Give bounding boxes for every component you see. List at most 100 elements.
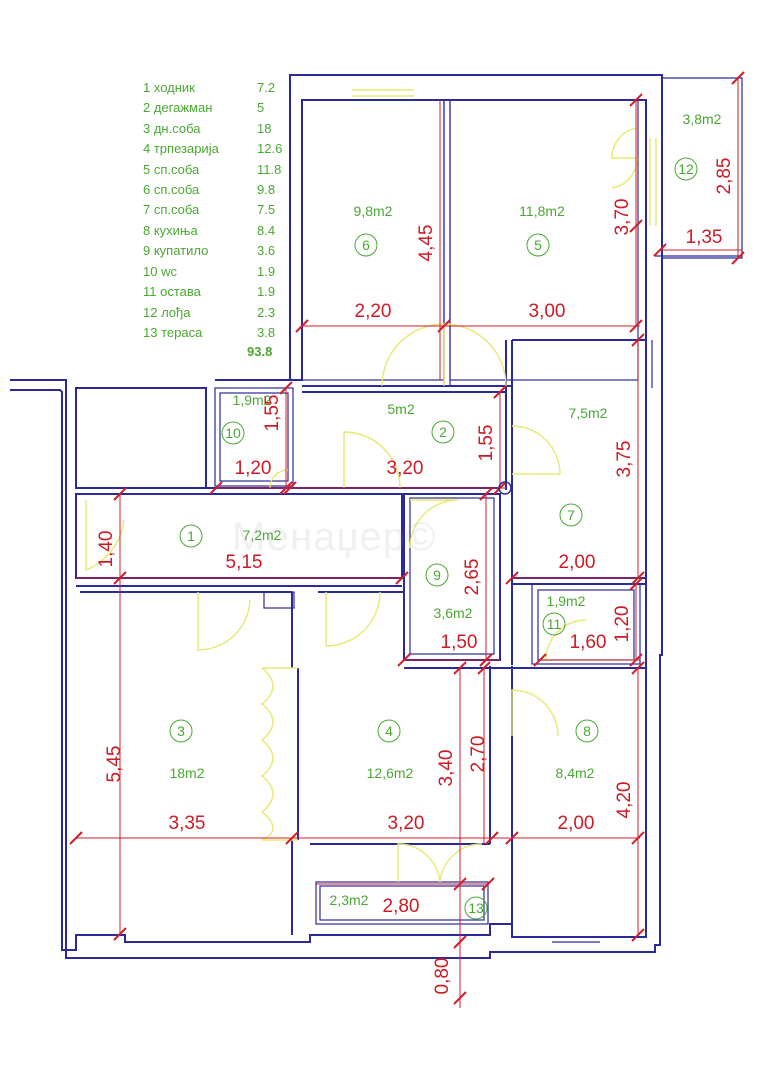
dimension-labels: 2,20 3,00 4,45 3,70 2,85 1,35 1,55 1,20 … [96,158,735,995]
dim-label: 5,45 [104,746,125,783]
room-id: 11 [547,616,562,632]
tick [479,487,493,501]
tick [629,653,643,667]
tick [477,661,491,675]
tick [113,927,127,941]
door-arc [409,499,459,549]
dim-label: 2,65 [462,559,483,596]
legend-row: 11 остава 1.9 [143,284,283,302]
door-arc [439,843,483,883]
room-11-walls [531,583,641,665]
legend-name: 6 сп.соба [143,182,200,197]
dim-label: 2,80 [383,896,420,917]
tick [285,831,299,845]
tick [629,219,643,233]
tick [731,71,745,85]
legend-name: 4 трпезарија [143,141,219,156]
tick [113,487,127,501]
tick [629,93,643,107]
room-area: 1,9m2 [233,392,272,408]
room-area: 7,5m2 [569,405,608,421]
room-id: 10 [225,425,241,441]
legend-value: 18 [257,121,272,136]
tick [533,653,547,667]
tick [453,661,467,675]
dim-label: 1,35 [686,227,723,248]
dim-label: 3,40 [436,750,457,787]
tick [485,831,499,845]
room-area: 3,8m2 [683,111,722,127]
dim-label: 4,20 [614,782,635,819]
legend-value: 1.9 [257,284,276,299]
legend-name: 5 сп.соба [143,162,200,177]
dim-label: 1,20 [235,458,272,479]
room-id: 1 [187,528,195,544]
tick [731,251,745,265]
dim-label: 3,70 [612,199,633,236]
legend-row: 3 дн.соба 18 [143,121,283,139]
dimension-ticks [69,71,745,1005]
room-id: 8 [583,723,591,739]
room-area: 3,6m2 [434,605,473,621]
room-marker [425,563,449,587]
room-marker [559,503,583,527]
dim-label: 2,00 [558,813,595,834]
legend-value: 11.8 [257,162,282,177]
tick [479,653,493,667]
room-area: 11,8m2 [519,203,565,219]
dim-label: 2,70 [468,736,489,773]
room-marker [221,421,245,445]
dim-label: 2,00 [559,552,596,573]
legend-value: 8.4 [257,223,276,238]
tick [631,333,645,347]
door-arc [397,843,441,883]
room-9-inner [409,497,495,655]
tick [631,571,645,585]
legend-name: 11 остава [143,284,201,299]
dim-label: 3,20 [387,458,424,479]
dim-label: 1,55 [262,395,283,432]
dim-label: 1,20 [612,606,633,643]
room-area: 2,3m2 [330,892,369,908]
room-10-walls [214,387,294,487]
tick [69,831,83,845]
dim-label: 5,15 [226,552,263,573]
tick [279,381,293,395]
legend-total: 93.8 [247,344,273,359]
door-arc [511,689,559,737]
legend-row: 6 сп.соба 9.8 [143,182,283,200]
tick [397,653,411,667]
tick [453,877,467,891]
dim-label: 3,20 [388,813,425,834]
legend-value: 7.5 [257,202,276,217]
room-id: 2 [439,424,447,440]
room-markers [169,157,698,920]
tick [653,243,667,257]
tick [453,991,467,1005]
door-arc [85,500,125,572]
room-id: 4 [385,723,393,739]
dim-label: 1,50 [441,632,478,653]
legend-name: 3 дн.соба [143,121,201,136]
legend-name: 2 дегажман [143,100,213,115]
tick [395,571,409,585]
exterior-wall [10,74,663,959]
room-marker [674,157,698,181]
legend-value: 7.2 [257,80,276,95]
room-id: 9 [433,567,441,583]
tick [209,481,223,495]
legend-name: 12 лођа [143,305,191,320]
room-marker [354,233,378,257]
tick [493,385,507,399]
room-area: 18m2 [169,765,204,781]
legend-value: 9.8 [257,182,276,197]
legend-value: 12.6 [257,141,283,156]
room-id: 5 [534,237,542,253]
